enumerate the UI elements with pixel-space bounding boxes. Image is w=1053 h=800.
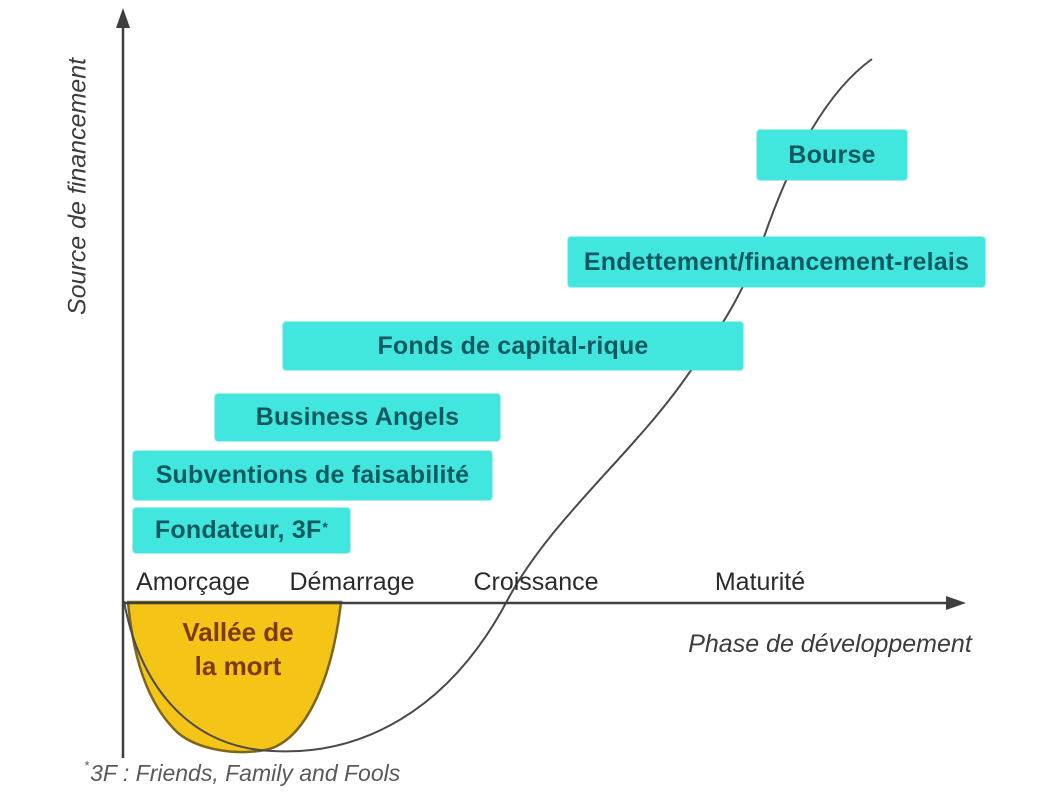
x-axis-arrowhead-icon <box>946 596 966 610</box>
funding-box-fondateur-3f: Fondateur, 3F* <box>133 508 350 553</box>
funding-box-label: Subventions de faisabilité <box>155 461 470 489</box>
funding-box-label: Fondateur, 3F <box>154 516 322 544</box>
phase-label-demarrage: Démarrage <box>289 568 415 596</box>
valley-of-death-label: Vallée de la mort <box>158 616 318 684</box>
funding-box-capital-risque: Fonds de capital-rique <box>283 322 743 370</box>
growth-curve <box>123 58 873 753</box>
valley-label-line2: la mort <box>194 650 282 681</box>
phase-label-amorcage: Amorçage <box>136 568 250 596</box>
funding-box-endettement: Endettement/financement-relais <box>568 237 985 287</box>
phase-label-croissance: Croissance <box>473 568 599 596</box>
funding-box-label: Business Angels <box>255 403 460 431</box>
funding-box-label: Endettement/financement-relais <box>583 247 970 276</box>
footnote-star: * <box>84 758 90 774</box>
footnote: *3F : Friends, Family and Fools <box>84 758 401 787</box>
footnote-text: 3F : Friends, Family and Fools <box>90 760 401 786</box>
funding-box-label: Bourse <box>788 140 876 169</box>
funding-box-business-angels: Business Angels <box>215 394 500 441</box>
funding-box-subventions: Subventions de faisabilité <box>133 451 492 500</box>
funding-box-bourse: Bourse <box>757 130 907 180</box>
x-axis-label: Phase de développement <box>688 630 972 658</box>
phase-label-maturite: Maturité <box>714 568 806 596</box>
y-axis-arrowhead-icon <box>116 8 130 28</box>
y-axis-label: Source de financement <box>63 57 92 316</box>
funding-box-label: Fonds de capital-rique <box>377 331 649 360</box>
valley-label-line1: Vallée de <box>182 617 294 647</box>
